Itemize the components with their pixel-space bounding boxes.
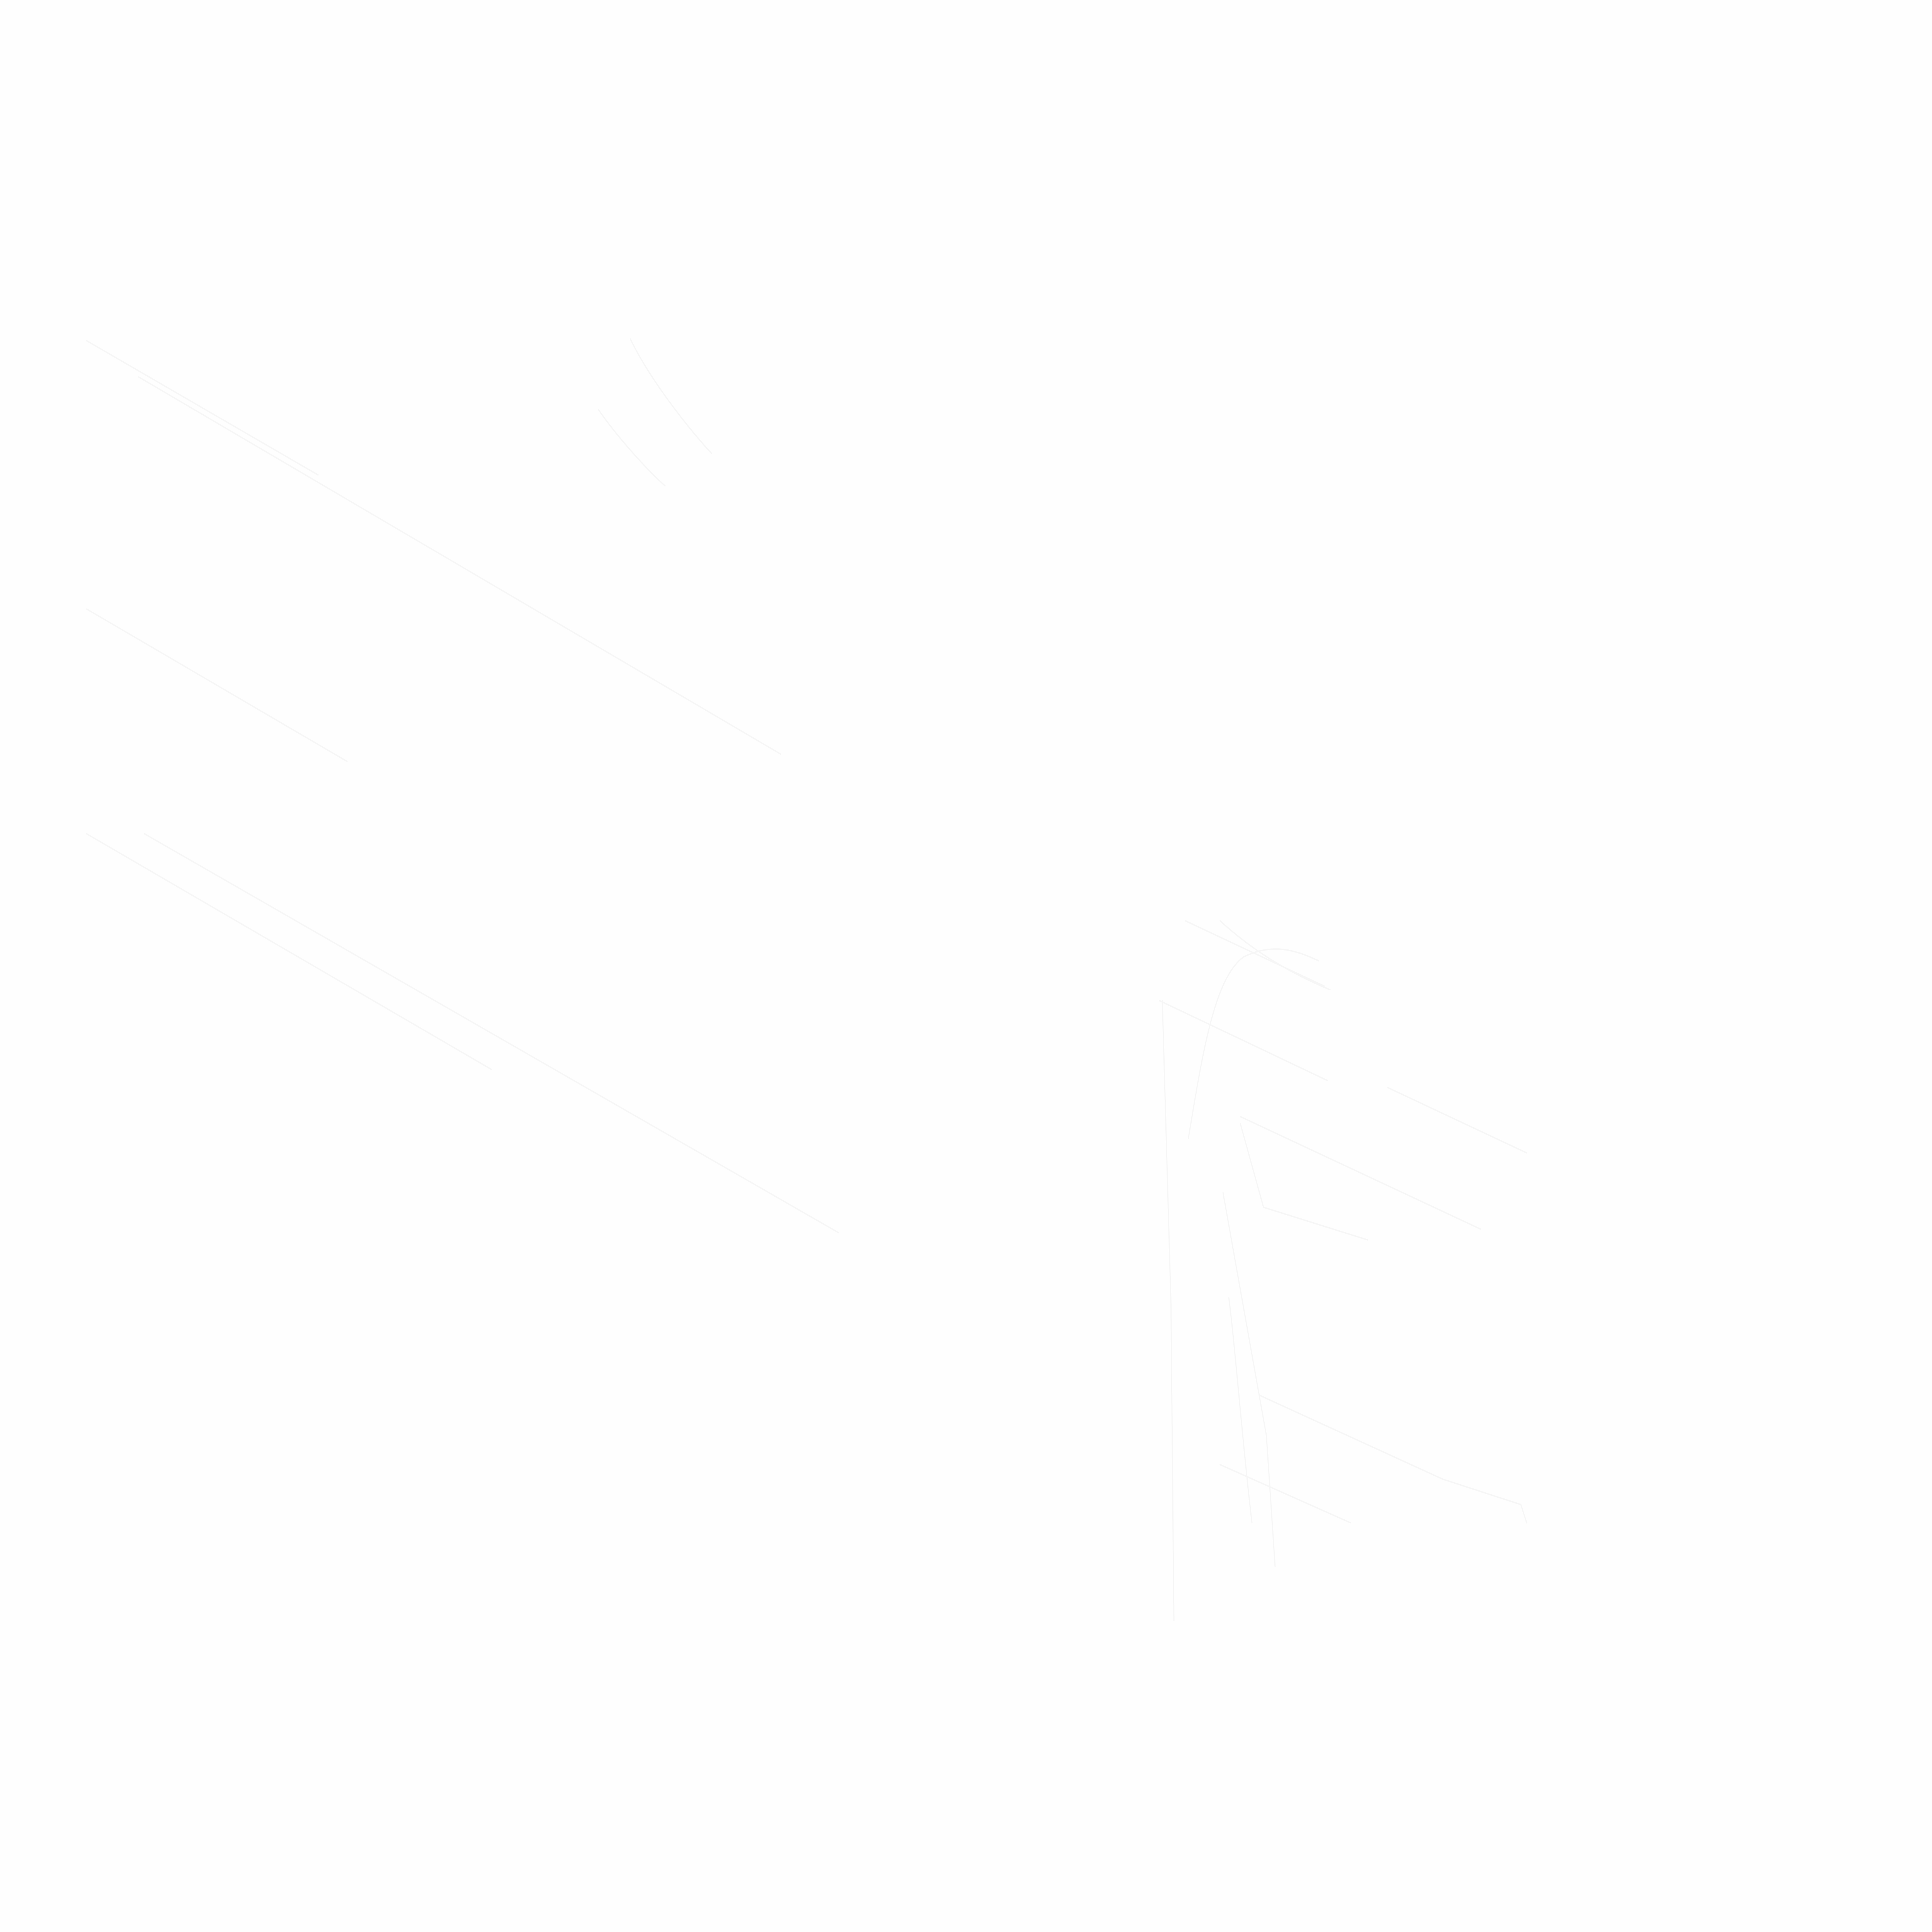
sketch-line xyxy=(1228,1297,1253,1524)
sketch-line xyxy=(1219,1464,1351,1524)
sketch-line xyxy=(1240,1116,1481,1230)
sketch-line xyxy=(1219,920,1331,991)
sketch-line xyxy=(86,833,492,1070)
sketch-line xyxy=(86,340,319,476)
sketch-line xyxy=(1159,1000,1328,1081)
sketch-line xyxy=(598,409,666,487)
sketch-line xyxy=(1187,948,1319,1139)
sketch-line xyxy=(629,338,712,454)
sketch-line xyxy=(1387,1087,1527,1154)
sketch-line xyxy=(1162,1000,1175,1621)
sketch-line xyxy=(86,608,348,762)
sketch-line xyxy=(1240,1123,1368,1241)
faint-sketch-lines xyxy=(86,338,1527,1621)
sketch-line xyxy=(1222,1192,1276,1567)
sketch-line xyxy=(144,833,839,1233)
sketch-line xyxy=(138,376,781,755)
sketch-line xyxy=(1185,920,1325,987)
sketch-line xyxy=(1260,1395,1527,1524)
